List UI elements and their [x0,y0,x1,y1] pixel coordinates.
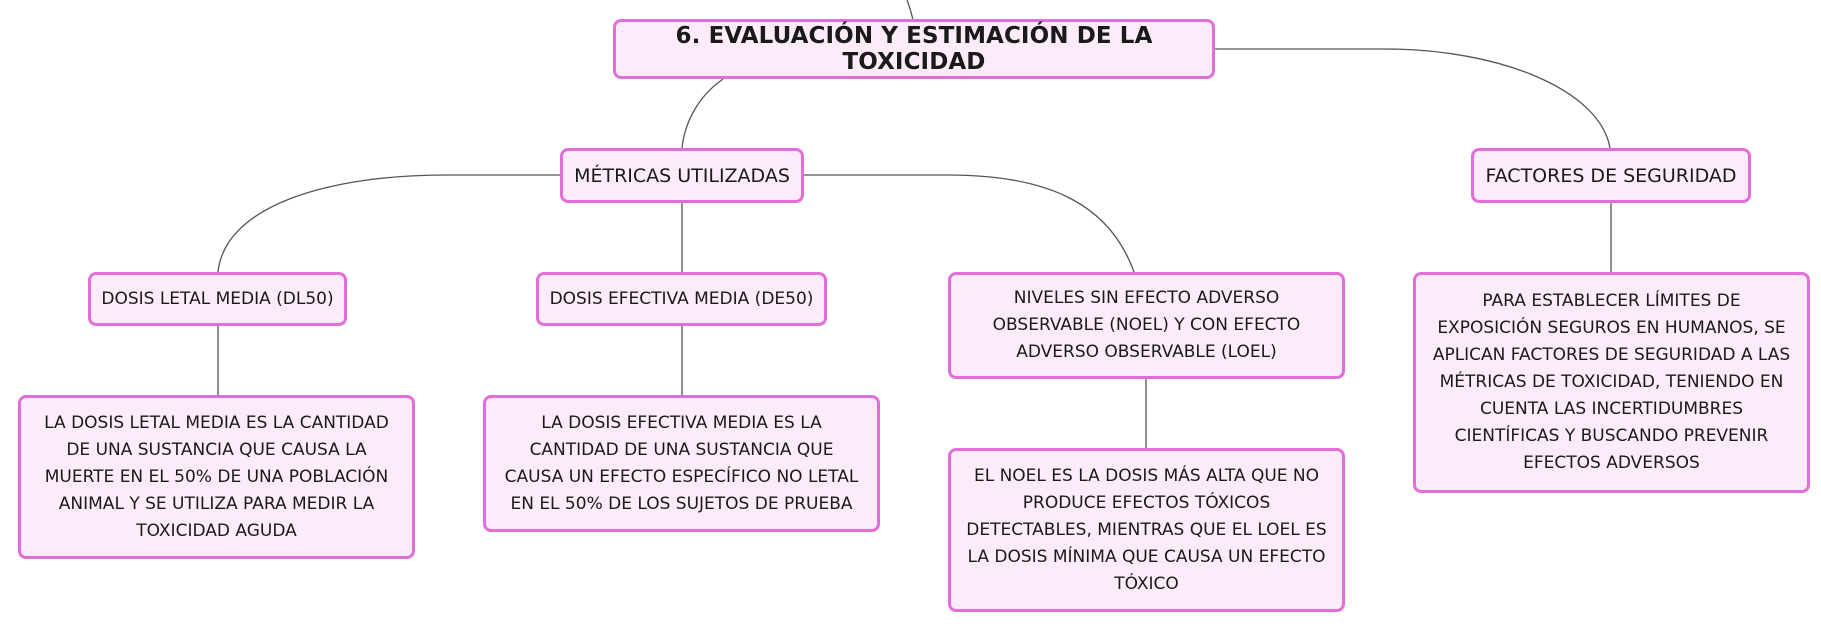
connector-metricas-to-noel [803,174,1135,273]
factores-node-label: FACTORES DE SEGURIDAD [1485,164,1737,187]
de50-node-label: DOSIS EFECTIVA MEDIA (DE50) [549,288,814,309]
dl50-node[interactable]: DOSIS LETAL MEDIA (DL50) [88,272,347,326]
metricas-node-label: MÉTRICAS UTILIZADAS [574,164,790,187]
noel-description-node[interactable]: EL NOEL ES LA DOSIS MÁS ALTA QUE NO PROD… [948,448,1345,612]
connector-root-to-metricas [681,78,724,149]
root-node-label: 6. EVALUACIÓN Y ESTIMACIÓN DE LA TOXICID… [675,23,1153,75]
noel-node-label: NIVELES SIN EFECTO ADVERSO OBSERVABLE (N… [992,288,1301,362]
connector-root-to-factores [1212,48,1611,149]
connector-metricas-to-dl50 [217,174,560,273]
de50-description-node[interactable]: LA DOSIS EFECTIVA MEDIA ES LA CANTIDAD D… [483,395,880,532]
noel-description-text: EL NOEL ES LA DOSIS MÁS ALTA QUE NO PROD… [966,465,1327,594]
factores-description-node[interactable]: PARA ESTABLECER LÍMITES DE EXPOSICIÓN SE… [1413,272,1810,493]
dl50-description-text: LA DOSIS LETAL MEDIA ES LA CANTIDAD DE U… [44,412,389,541]
connector-parent-to-root [906,0,914,22]
de50-description-text: LA DOSIS EFECTIVA MEDIA ES LA CANTIDAD D… [504,412,859,514]
root-node[interactable]: 6. EVALUACIÓN Y ESTIMACIÓN DE LA TOXICID… [613,19,1215,79]
dl50-description-node[interactable]: LA DOSIS LETAL MEDIA ES LA CANTIDAD DE U… [18,395,415,559]
de50-node[interactable]: DOSIS EFECTIVA MEDIA (DE50) [536,272,827,326]
noel-node[interactable]: NIVELES SIN EFECTO ADVERSO OBSERVABLE (N… [948,272,1345,379]
metricas-node[interactable]: MÉTRICAS UTILIZADAS [560,148,804,203]
dl50-node-label: DOSIS LETAL MEDIA (DL50) [101,288,334,309]
factores-description-text: PARA ESTABLECER LÍMITES DE EXPOSICIÓN SE… [1432,291,1791,473]
factores-node[interactable]: FACTORES DE SEGURIDAD [1471,148,1751,203]
